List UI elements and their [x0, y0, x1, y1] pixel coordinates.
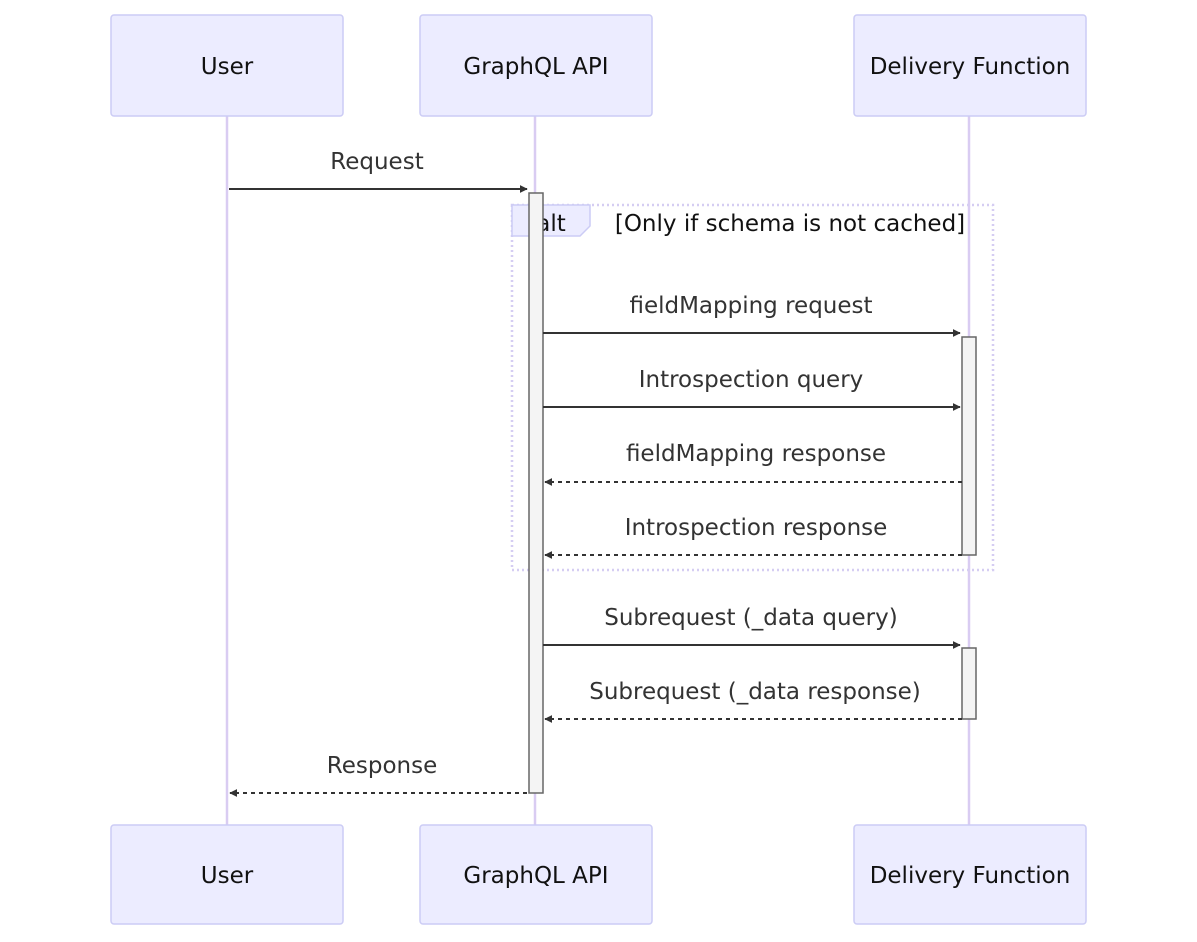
actor-graphql-api-top [419, 14, 653, 117]
actor-user-bottom-label: User [201, 863, 254, 889]
actor-delivery-function-top-label: Delivery Function [870, 54, 1071, 80]
message-label-fieldmapping-request: fieldMapping request [629, 293, 872, 319]
actor-graphql-api-bottom-label: GraphQL API [463, 863, 608, 889]
message-label-subrequest-response: Subrequest (_data response) [589, 679, 921, 705]
alt-fragment [510, 203, 995, 572]
message-label-fieldmapping-response: fieldMapping response [626, 441, 886, 467]
actor-graphql-api-top-label: GraphQL API [463, 54, 608, 80]
actor-user-top [110, 14, 344, 117]
message-label-introspection-response: Introspection response [625, 515, 888, 541]
actor-user-top-label: User [201, 54, 254, 80]
actor-delivery-function-top [853, 14, 1087, 117]
actor-user-bottom [110, 824, 344, 925]
activation-graphql-api [528, 192, 544, 794]
message-label-subrequest-query: Subrequest (_data query) [604, 605, 897, 631]
activation-delivery-1 [961, 336, 977, 556]
actor-delivery-function-bottom [853, 824, 1087, 925]
message-label-introspection-query: Introspection query [639, 367, 864, 393]
actor-delivery-function-bottom-label: Delivery Function [870, 863, 1071, 889]
activation-delivery-2 [961, 647, 977, 720]
message-label-request: Request [330, 149, 423, 175]
alt-condition: [Only if schema is not cached] [615, 211, 965, 237]
message-label-response: Response [327, 753, 437, 779]
actor-graphql-api-bottom [419, 824, 653, 925]
